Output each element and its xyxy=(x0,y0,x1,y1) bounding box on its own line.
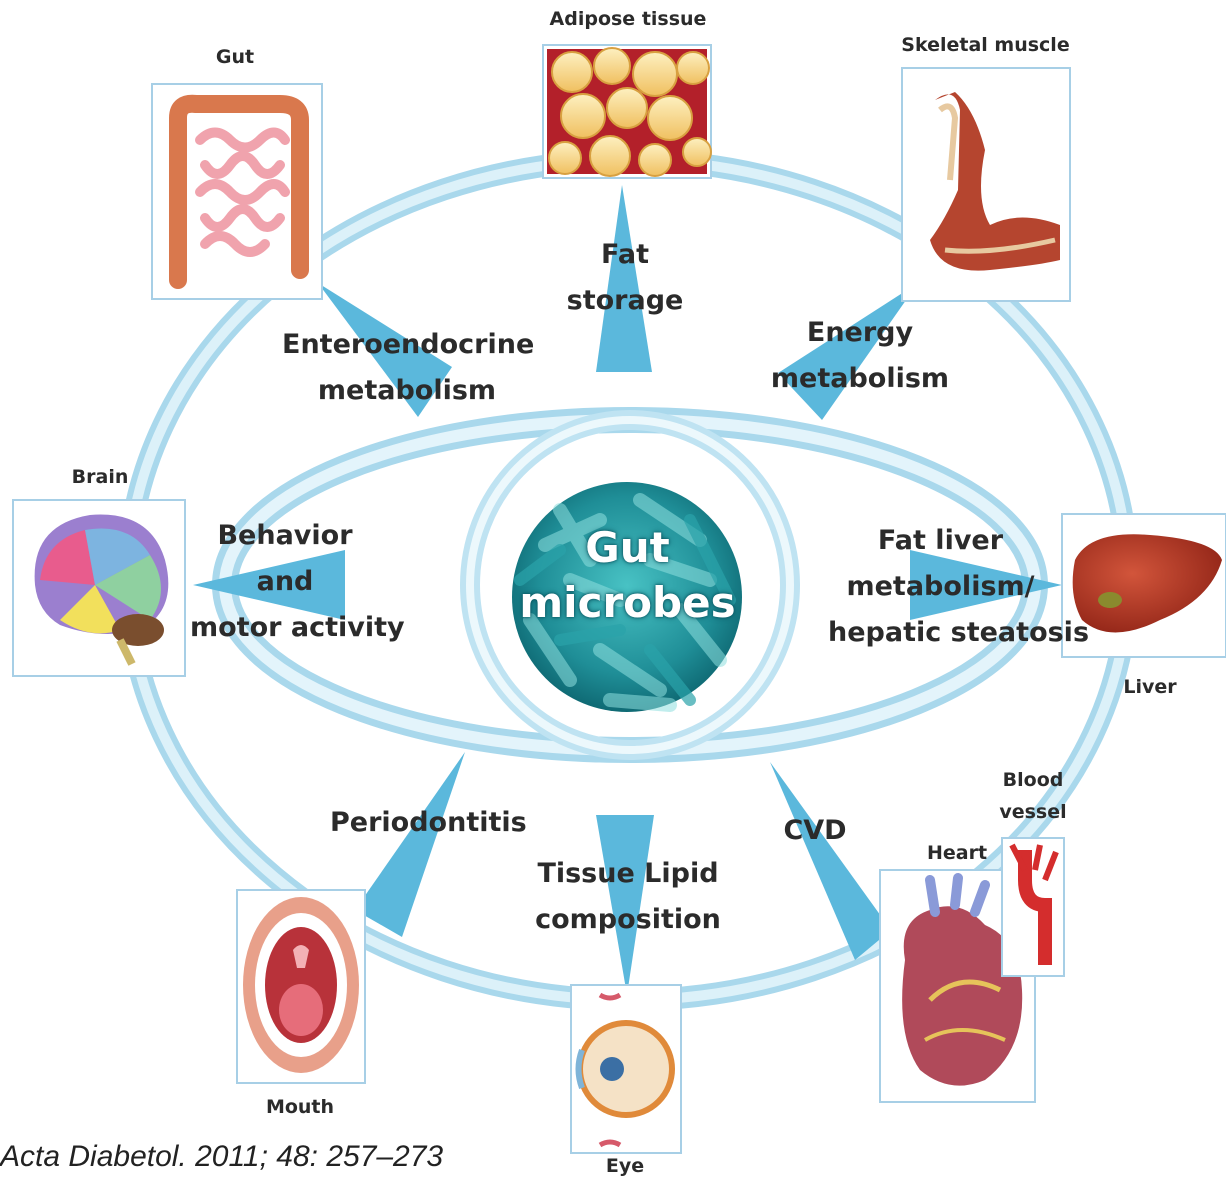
label-fat-liver-line3: hepatic steatosis xyxy=(828,610,1053,656)
center-title-line1: Gut xyxy=(500,520,755,575)
label-liver: Liver xyxy=(1115,676,1185,698)
label-fat-liver-line2: metabolism/ xyxy=(828,564,1053,610)
label-behavior: Behavior and motor activity xyxy=(190,513,380,651)
label-periodontitis-line1: Periodontitis xyxy=(330,800,515,846)
label-cvd-line1: CVD xyxy=(780,808,850,854)
label-periodontitis: Periodontitis xyxy=(330,800,515,846)
label-mouth: Mouth xyxy=(255,1096,345,1118)
label-behavior-line3: motor activity xyxy=(190,605,380,651)
label-tissue-lipid-line2: composition xyxy=(533,897,723,943)
label-blood-vessel-line2: vessel xyxy=(995,796,1071,828)
label-enteroendocrine: Enteroendocrine metabolism xyxy=(282,322,532,414)
label-enteroendocrine-line1: Enteroendocrine xyxy=(282,322,532,368)
label-brain: Brain xyxy=(60,466,140,488)
label-energy: Energy metabolism xyxy=(765,310,955,402)
label-fat-liver-line1: Fat liver xyxy=(828,518,1053,564)
label-heart: Heart xyxy=(912,842,1002,864)
center-title: Gut microbes xyxy=(500,520,755,630)
label-blood-vessel-line1: Blood xyxy=(995,764,1071,796)
center-title-line2: microbes xyxy=(500,575,755,630)
brain-icon xyxy=(13,500,185,676)
citation: Acta Diabetol. 2011; 48: 257–273 xyxy=(0,1140,443,1174)
mouth-icon xyxy=(237,890,365,1083)
label-gut: Gut xyxy=(205,46,265,68)
label-tissue-lipid: Tissue Lipid composition xyxy=(533,851,723,943)
label-muscle: Skeletal muscle xyxy=(898,34,1073,56)
label-blood-vessel: Blood vessel xyxy=(995,764,1071,828)
label-fat-liver: Fat liver metabolism/ hepatic steatosis xyxy=(828,518,1053,656)
label-tissue-lipid-line1: Tissue Lipid xyxy=(533,851,723,897)
label-enteroendocrine-line2: metabolism xyxy=(282,368,532,414)
label-fat-storage-line2: storage xyxy=(545,278,705,324)
label-fat-storage: Fat storage xyxy=(545,232,705,324)
label-fat-storage-line1: Fat xyxy=(545,232,705,278)
label-eye: Eye xyxy=(595,1155,655,1177)
gut-intestine-icon xyxy=(152,84,322,299)
label-adipose: Adipose tissue xyxy=(548,8,708,30)
label-behavior-line2: and xyxy=(190,559,380,605)
skeletal-muscle-icon xyxy=(902,68,1070,301)
arrow-cvd xyxy=(770,762,891,960)
adipose-tissue-icon xyxy=(543,45,711,178)
label-cvd: CVD xyxy=(780,808,850,854)
blood-vessel-icon xyxy=(1002,838,1064,976)
label-energy-line2: metabolism xyxy=(765,356,955,402)
label-behavior-line1: Behavior xyxy=(190,513,380,559)
label-energy-line1: Energy xyxy=(765,310,955,356)
eye-icon xyxy=(571,985,681,1153)
